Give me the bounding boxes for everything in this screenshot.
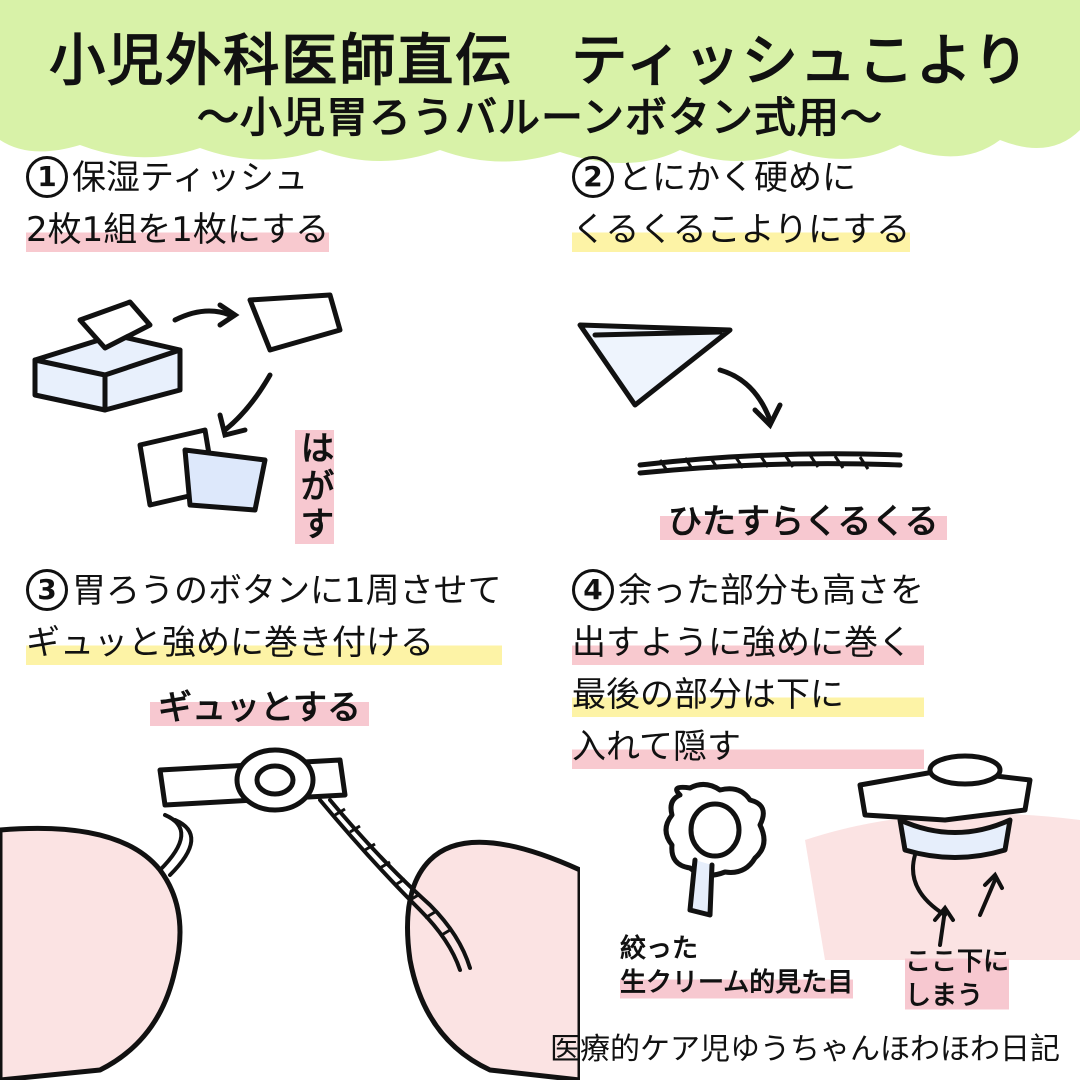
- hands-wrapping-illustration: [0, 747, 580, 1080]
- step-number-2: 2: [572, 156, 614, 198]
- tissue-twist-illustration: [577, 322, 903, 476]
- peel-label: はがす: [290, 430, 339, 544]
- cream-note: 絞った 生クリーム的見た目: [620, 932, 854, 1000]
- step-2-text-line-1: とにかく硬めに: [618, 158, 856, 198]
- step-1-line-2: 2枚1組を1枚にする: [26, 204, 330, 256]
- step-3-line-2: ギュッと強めに巻き付ける: [26, 617, 502, 669]
- tuck-note-line-1: ここ下に: [905, 947, 1010, 977]
- step-number-1: 1: [26, 156, 68, 198]
- cream-note-line-2: 生クリーム的見た目: [620, 966, 854, 1000]
- page-subtitle: 〜小児胃ろうバルーンボタン式用〜: [197, 93, 883, 142]
- squeeze-label: ギュッとする: [150, 680, 369, 729]
- step-1-text-line-1: 保湿ティッシュ: [72, 158, 308, 198]
- tissue-box-illustration: [32, 292, 343, 513]
- step-number-3: 3: [26, 569, 68, 611]
- twist-label: ひたすらくるくる: [660, 494, 947, 543]
- twist-label-text: ひたすらくるくる: [660, 502, 947, 542]
- step-3-text-line-1: 胃ろうのボタンに1周させて: [72, 571, 502, 611]
- credit-text: 医療的ケア児ゆうちゃんほわほわ日記: [550, 1032, 1060, 1067]
- page-title: 小児外科医師直伝 ティッシュこより: [49, 29, 1031, 94]
- step-4-text-line-1: 余った部分も高さを: [618, 571, 924, 611]
- cream-note-line-1: 絞った: [620, 934, 699, 964]
- tuck-note-line-2: しまう: [905, 981, 984, 1011]
- header-cloud-background: [0, 0, 1080, 164]
- finished-tissue-illustration: [663, 782, 767, 918]
- step-4-line-3: 最後の部分は下に: [572, 669, 924, 721]
- step-number-4: 4: [572, 569, 614, 611]
- tuck-note: ここ下に しまう: [905, 945, 1010, 1013]
- step-2-line-2: くるくるこよりにする: [572, 204, 911, 256]
- step-4-line-2: 出すように強めに巻く: [572, 617, 924, 669]
- balloon-button-illustration: [805, 753, 1080, 960]
- step-4-line-4: 入れて隠す: [572, 721, 924, 773]
- squeeze-label-text: ギュッとする: [150, 688, 369, 728]
